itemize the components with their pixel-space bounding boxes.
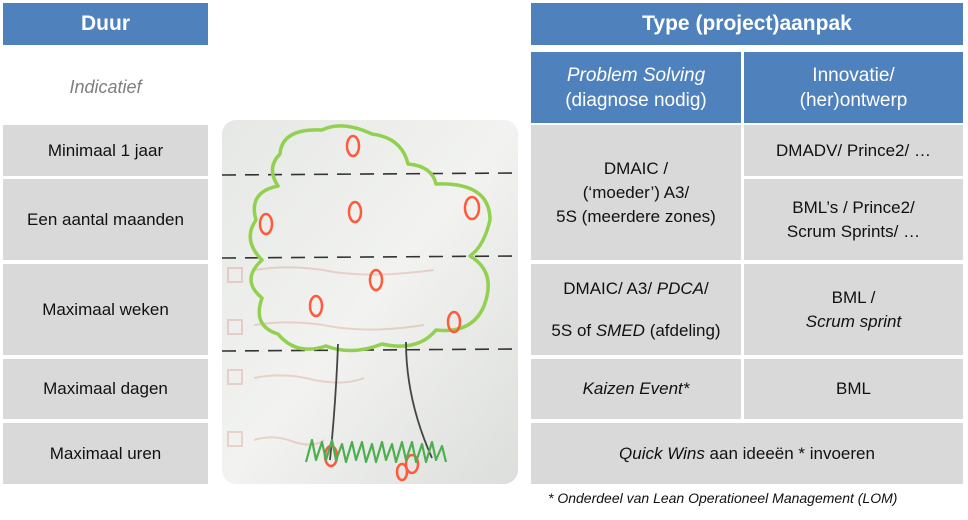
ps-block1-line-1: DMAIC / <box>603 158 669 178</box>
ps-year-months-cell: DMAIC / (‘moeder’) A3/ 5S (meerdere zone… <box>531 125 741 260</box>
duration-row-hours: Maximaal uren <box>3 423 208 484</box>
inn-year-cell: DMADV/ Prince2/ … <box>744 125 963 176</box>
indicative-label: Indicatief <box>69 76 142 97</box>
ps-weeks-line-2: 5S of SMED (afdeling) <box>551 320 721 340</box>
faint-writing <box>227 266 435 447</box>
footnote: * Onderdeel van Lean Operationeel Manage… <box>548 490 898 506</box>
duration-row-year: Minimaal 1 jaar <box>3 125 208 176</box>
ps-weeks-cell: DMAIC/ A3/ PDCA/ 5S of SMED (afdeling) <box>531 264 741 355</box>
inn-days-cell: BML <box>744 359 963 419</box>
inn-months-cell: BML’s / Prince2/ Scrum Sprints/ … <box>744 179 963 260</box>
inn-weeks-cell: BML / Scrum sprint <box>744 264 963 355</box>
duration-header: Duur <box>3 3 208 45</box>
duration-row-weeks: Maximaal weken <box>3 264 208 355</box>
duration-row-days: Maximaal dagen <box>3 359 208 419</box>
inn-months-line-2: Scrum Sprints/ … <box>786 221 921 241</box>
tree-crown <box>248 124 492 353</box>
approach-header: Type (project)aanpak <box>531 3 963 45</box>
duration-row-months: Een aantal maanden <box>3 179 208 260</box>
innovation-line-1: Innovatie/ <box>812 64 895 86</box>
grass <box>304 438 448 464</box>
hours-cell: Quick Wins aan ideeën * invoeren <box>531 423 963 484</box>
problem-solving-title: Problem Solving <box>566 64 706 86</box>
whiteboard-tree-photo <box>222 120 518 484</box>
problem-solving-subtitle: (diagnose nodig) <box>565 89 707 111</box>
hours-line: Quick Wins aan ideeën * invoeren <box>619 443 875 463</box>
innovation-header: Innovatie/ (her)ontwerp <box>744 52 963 123</box>
ps-weeks-line-1: DMAIC/ A3/ PDCA/ <box>563 278 709 298</box>
innovation-line-2: (her)ontwerp <box>799 89 908 111</box>
inn-weeks-line-2: Scrum sprint <box>805 311 902 331</box>
ps-block1-line-3: 5S (meerdere zones) <box>556 206 716 226</box>
problem-solving-header: Problem Solving (diagnose nodig) <box>531 52 741 123</box>
inn-months-line-1: BML’s / Prince2/ <box>792 197 915 217</box>
ps-days-cell: Kaizen Event* <box>531 359 741 419</box>
inn-weeks-line-1: BML / <box>831 287 876 307</box>
whiteboard-background <box>222 120 518 484</box>
ps-block1-line-2: (‘moeder’) A3/ <box>582 182 690 202</box>
tree-trunk <box>329 341 433 461</box>
